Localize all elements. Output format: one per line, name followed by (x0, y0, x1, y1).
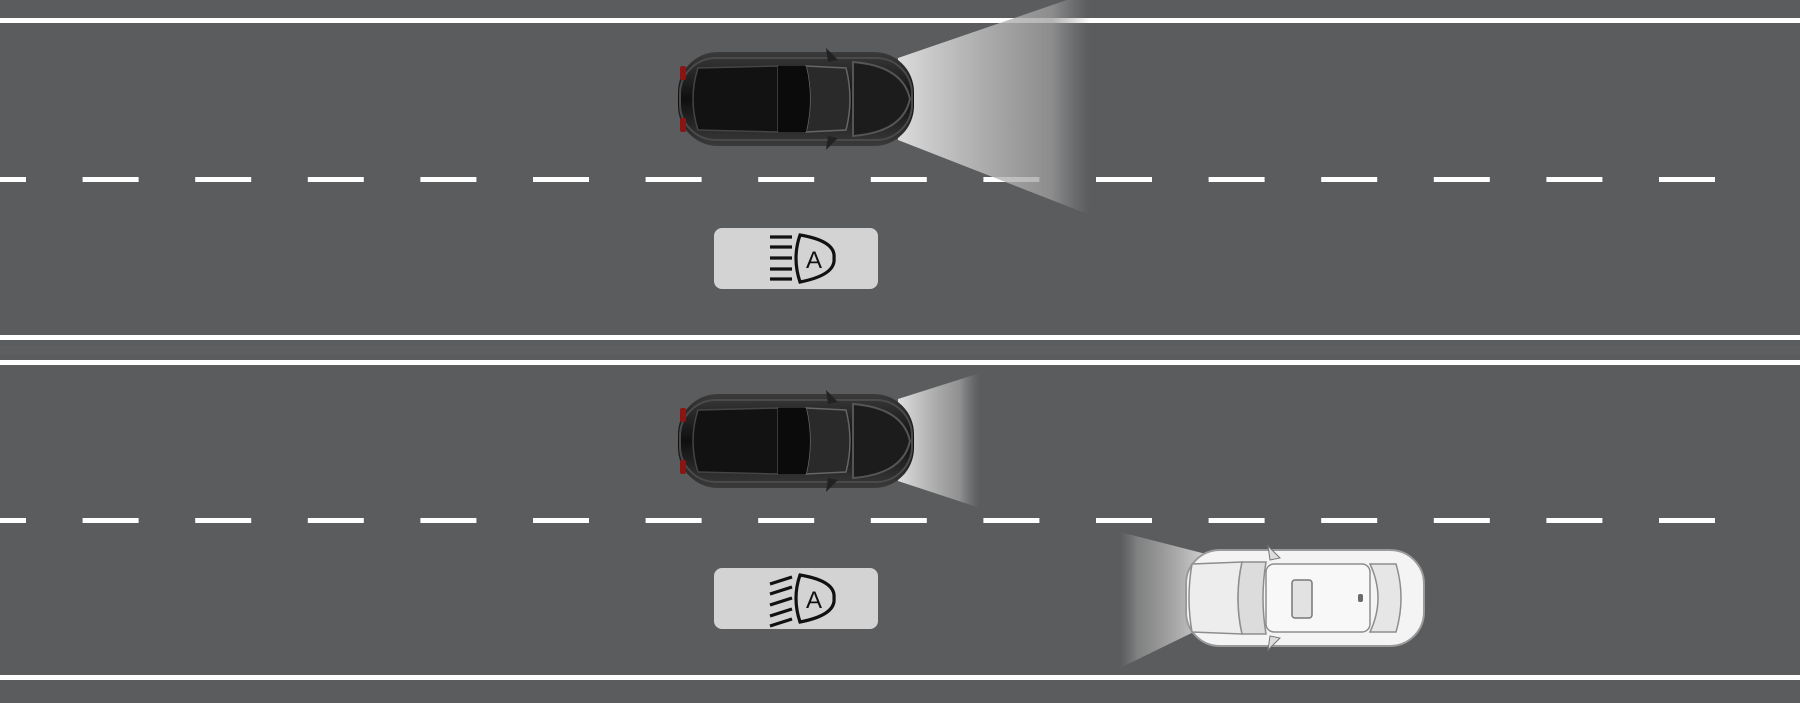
adaptive-low-beam-icon-bottom (769, 573, 836, 628)
oncoming-car (1185, 544, 1425, 652)
oncoming-beam-cone (1120, 532, 1206, 668)
lane-dash (1321, 177, 1378, 182)
edge-line-bottom-2 (0, 675, 1800, 680)
edge-line-bottom-1 (0, 360, 1800, 365)
lane-dash (420, 518, 477, 523)
lane-dash (1659, 518, 1715, 523)
lane-dash (82, 177, 139, 182)
lane-dash (195, 177, 252, 182)
high-beam-cone (898, 0, 1090, 215)
lane-dash (0, 518, 26, 523)
lane-dash (1546, 518, 1603, 523)
edge-line-top-1 (0, 18, 1800, 23)
lane-dash (758, 177, 815, 182)
lane-dash (1433, 177, 1490, 182)
lane-dash (645, 518, 702, 523)
lane-dash (195, 518, 252, 523)
road-separator-strip (0, 345, 1800, 355)
lane-dash (1096, 518, 1152, 523)
lane-dash (533, 177, 589, 182)
indicator-letter-top: A (806, 247, 822, 274)
ego-car-top (678, 48, 914, 150)
lane-dash (1096, 177, 1152, 182)
lane-dash (1659, 177, 1715, 182)
low-beam-cone (898, 373, 980, 508)
lane-dash (645, 177, 702, 182)
road-surface-top (0, 0, 1800, 345)
lane-dash (870, 518, 927, 523)
lane-dash (983, 518, 1040, 523)
edge-line-top-2 (0, 335, 1800, 340)
lane-dash (1208, 177, 1265, 182)
lane-dash (870, 177, 927, 182)
lane-dash (307, 177, 364, 182)
adaptive-high-beam-icon-top (770, 233, 836, 284)
ego-car-bottom (678, 390, 914, 492)
lane-dash (1546, 177, 1603, 182)
lane-dash (1321, 518, 1378, 523)
indicator-letter-bottom: A (806, 587, 822, 614)
headlight-indicator-badge-bottom: A (714, 568, 878, 629)
lane-dash (307, 518, 364, 523)
lane-dash (420, 177, 477, 182)
center-dashed-line-bottom (0, 518, 1715, 523)
lane-dash (82, 518, 139, 523)
lane-dash (1433, 518, 1490, 523)
lane-dash (0, 177, 26, 182)
lane-dash (533, 518, 589, 523)
lane-dash (1208, 518, 1265, 523)
headlight-indicator-badge-top: A (714, 228, 878, 289)
lane-dash (758, 518, 815, 523)
